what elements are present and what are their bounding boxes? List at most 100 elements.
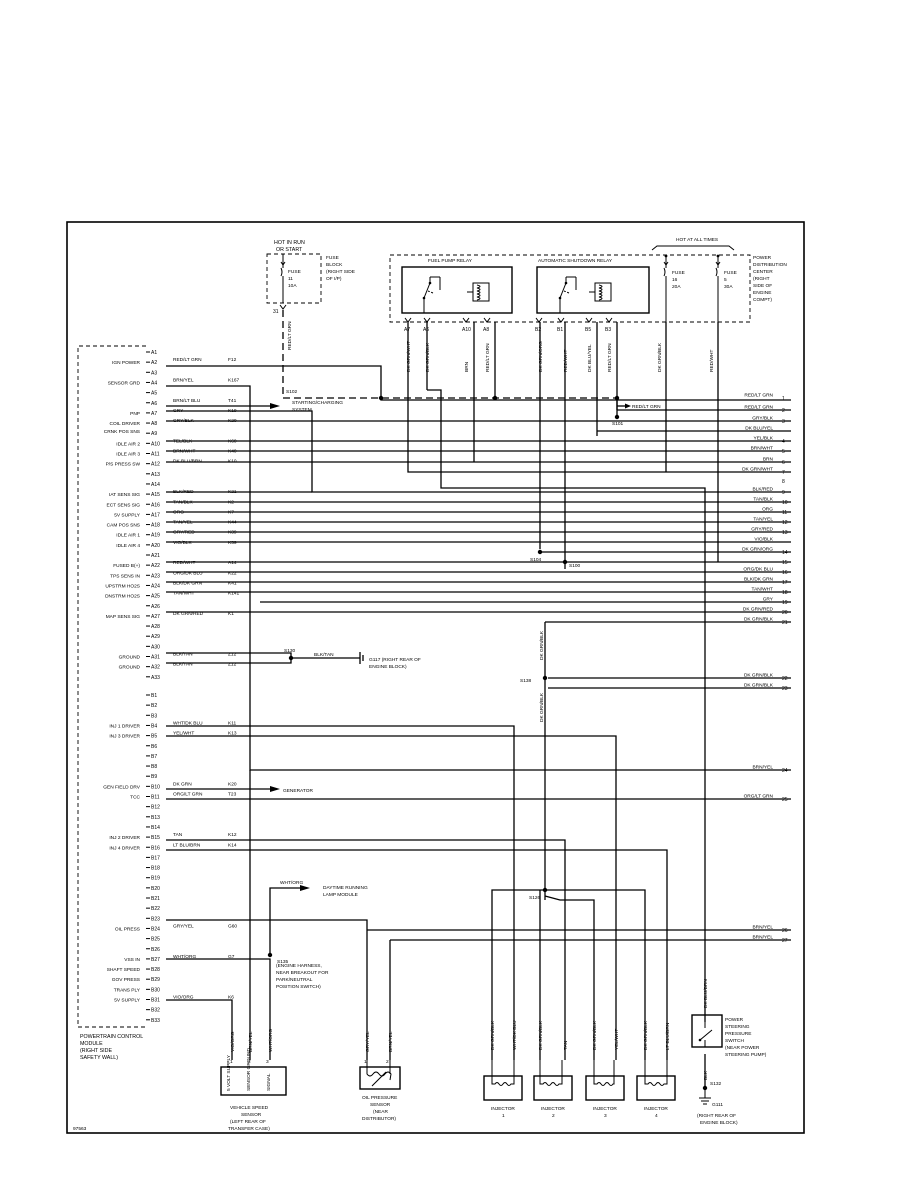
right-conn-9: 9 [782,490,785,496]
right-conn-8: 8 [782,479,785,485]
pdc-loc-7: COMPT) [753,297,772,303]
fuse-5-icon [715,254,721,322]
pcm-pin-b30: B30 [151,987,160,993]
right-conn-14: 14 [782,550,788,556]
pcm-title: POWERTRAIN CONTROL MODULE (RIGHT SIDE SA… [80,1034,143,1061]
right-wire-2: RED/LT GRN [744,405,773,411]
pcm-pin-b22: B22 [151,906,160,912]
pcm-pin-b15: B15 [151,835,160,841]
pdc-cavity-a8: A8 [483,327,489,333]
vss-wire-3: WHT/ORG [268,1029,274,1052]
pcm-pin-a33: A33 [151,675,160,681]
right-conn-17: 17 [782,580,788,586]
pcm-circuit-b16: K14 [228,842,237,848]
fuse-16-icon [663,254,669,322]
pdc-wire-5: RED/WHT [563,350,569,372]
pdc-wire-8: DK GRN/BLK [657,342,663,372]
right-conn-1: 1 [782,396,785,402]
right-conn-26: 26 [782,928,788,934]
pcm-func-a10: IDLE AIR 2 [116,441,140,447]
pcm-wire-color-a24: BLK/DK GRN [173,580,203,586]
pcm-func-b15: INJ 2 DRIVER [109,835,140,841]
pdc-cavity-b1: B1 [557,327,563,333]
fuse-16-label-1: FUSE [672,270,685,276]
pdc-hot-label: HOT AT ALL TIMES [676,237,718,243]
vss-title-2: SENSOR [241,1112,262,1118]
pcm-pin-b25: B25 [151,937,160,943]
pcm-wire-color-a32: BLK/TAN [173,662,193,668]
right-wire-18: TAN/WHT [752,587,774,593]
pcm-box [77,345,146,1028]
vss-title-4: TRANSFER CASE) [228,1126,270,1132]
pcm-pin-b29: B29 [151,977,160,983]
pcm-wire-color-b5: YEL/WHT [173,731,194,737]
g111-label: G111 [712,1102,723,1108]
right-wire-17: BLK/DK GRN [744,577,774,583]
pcm-pin-b24: B24 [151,926,160,932]
injector-4-title-1: INJECTOR [644,1106,668,1112]
pcm-circuit-a32: Z12 [228,662,237,668]
pcm-pin-b20: B20 [151,886,160,892]
pcm-pin-a8: A8 [151,421,157,427]
right-conn-16: 16 [782,570,788,576]
pcm-title-3: (RIGHT SIDE [80,1048,112,1054]
pcm-title-1: POWERTRAIN CONTROL [80,1034,143,1040]
red-lt-grn-branch-label: RED/LT GRN [632,404,661,410]
ps-switch-wire-bottom: BLK [703,1070,709,1080]
fuse-block-box [266,253,322,304]
pcm-pin-a22: A22 [151,563,160,569]
ps-title-6: STEERING PUMP) [725,1052,767,1058]
injector-4: DK GRN/BLK LT BLU/BRN INJECTOR 4 [636,1020,676,1119]
right-conn-11: 11 [782,510,787,516]
right-wire-13b: VIO/BLK [754,537,773,543]
pcm-wire-color-a20: VIO/BLK [173,540,192,546]
injector-3-title-1: INJECTOR [593,1106,617,1112]
pcm-circuit-b4: K11 [228,720,237,726]
oil-title-1: OIL PRESSURE [362,1095,397,1101]
pcm-func-b28: SHAFT SPEED [107,967,141,973]
vss-title-1: VEHICLE SPEED [230,1105,269,1111]
oil-pin-1: 1 [364,1059,367,1065]
splice-s132: S132 [710,1081,722,1087]
pcm-wire-color-b31: VIO/ORG [173,995,194,1001]
injector-3-wire-1: DK GRN/BLK [592,1020,598,1050]
pcm-func-a32: GROUND [119,665,141,671]
fuse-16-label-2: 16 [672,277,678,283]
pcm-wire-color-b10: DK GRN [173,781,192,787]
fuse-block-loc-1: FUSE [326,255,339,261]
pcm-func-a8: COIL DRIVER [110,421,141,427]
pcm-pin-a19: A19 [151,533,160,539]
pcm-func-b27: VSS IN [124,957,140,963]
injector-2-wire-2: TAN [563,1040,569,1050]
injector-2: DK GRN/BLK TAN INJECTOR 2 [533,1020,573,1119]
pcm-wire-color-b11: ORG/LT GRN [173,792,203,798]
injector-2-title-2: 2 [552,1113,555,1119]
fuel-pump-relay-label: FUEL PUMP RELAY [428,258,473,264]
s138-wire-label: DK GRN/BLK [539,692,545,722]
fuel-pump-relay-coil-icon [467,282,490,302]
splice-s102: S102 [286,389,298,395]
pcm-pin-a32: A32 [151,665,160,671]
pcm-pin-a16: A16 [151,502,160,508]
pcm-func-a11: IDLE AIR 3 [116,452,140,458]
injector-2-wire-1: DK GRN/BLK [538,1020,544,1050]
right-wire-1: RED/LT GRN [744,393,773,399]
splice-s100: S100 [569,563,581,569]
ps-switch-contact-icon [699,1029,713,1041]
pcm-wire-color-a22: RED/WHT [173,560,195,566]
pdc-cavity-arrow [557,317,565,323]
fuse-block-pin: 31 [273,309,279,315]
ps-pressure-switch: DK BLU/BRN BLK POWER STEERING PRESSURE S… [691,979,767,1126]
pcm-pin-a21: A21 [151,553,160,559]
pcm-pin-b19: B19 [151,876,160,882]
fuse-5-label-2: 5 [724,277,727,283]
s130-wire-label: DK GRN/BLK [539,630,545,660]
right-wire-7: DK GRN/WHT [742,467,773,473]
pcm-pin-b11: B11 [151,795,160,801]
pcm-pin-a20: A20 [151,543,160,549]
diagram-frame [66,221,805,1134]
pcm-pin-b3: B3 [151,713,157,719]
oil-sensor-box [359,1066,401,1090]
pcm-circuit-b24: G60 [228,923,237,929]
